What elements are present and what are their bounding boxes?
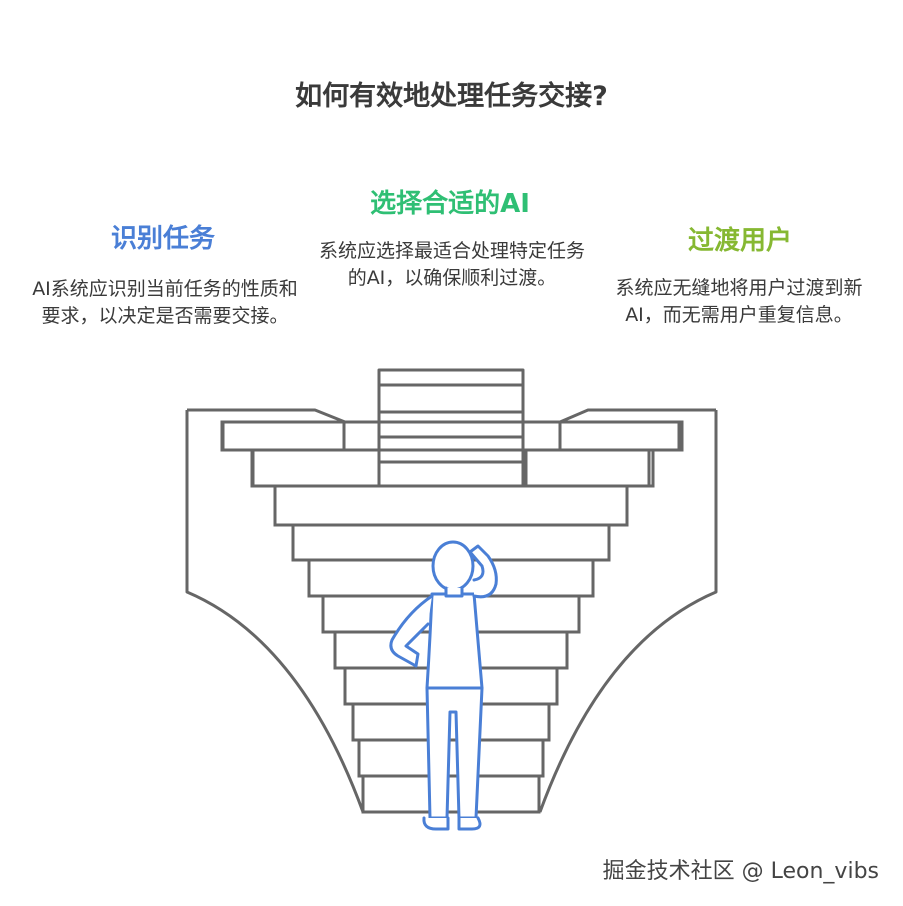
right-ledge [559,408,716,424]
left-wall [185,410,365,813]
side-stair-block [558,420,684,452]
person-right-foot [457,816,482,831]
stair-step [357,738,545,778]
staircase-outline [185,368,718,813]
person-neck [444,586,464,598]
stair-step [361,774,541,814]
section-heading-transition-user: 过渡用户 [687,226,792,256]
section-heading-identify-task: 识别任务 [110,224,215,254]
watermark-text: 掘金技术社区 @ Leon_vibs [602,859,879,884]
person-figure [389,540,498,831]
person-left-foot [422,816,450,831]
section-description-transition-user: 系统应无缝地将用户过渡到新AI，而无需用户重复信息。 [615,277,863,326]
person-head [431,540,475,592]
central-tower [377,368,525,488]
person-left-leg [425,686,484,820]
person-right-arm [468,544,498,599]
right-wall [538,410,718,813]
diagram-title: 如何有效地处理任务交接? [295,81,608,112]
section-description-choose-ai: 系统应选择最适合处理特定任务的AI，以确保顺利过渡。 [318,240,585,289]
person-torso [425,592,484,690]
side-stair-block [524,448,655,488]
person-left-arm [389,594,434,668]
section-description-identify-task: AI系统应识别当前任务的性质和要求，以决定是否需要交接。 [32,278,298,327]
stair-step [273,484,629,527]
side-stair-block [250,448,381,488]
stair-step [251,448,651,488]
section-heading-choose-ai: 选择合适的AI [370,189,530,219]
left-ledge [187,408,346,424]
side-stair-block [220,420,346,452]
